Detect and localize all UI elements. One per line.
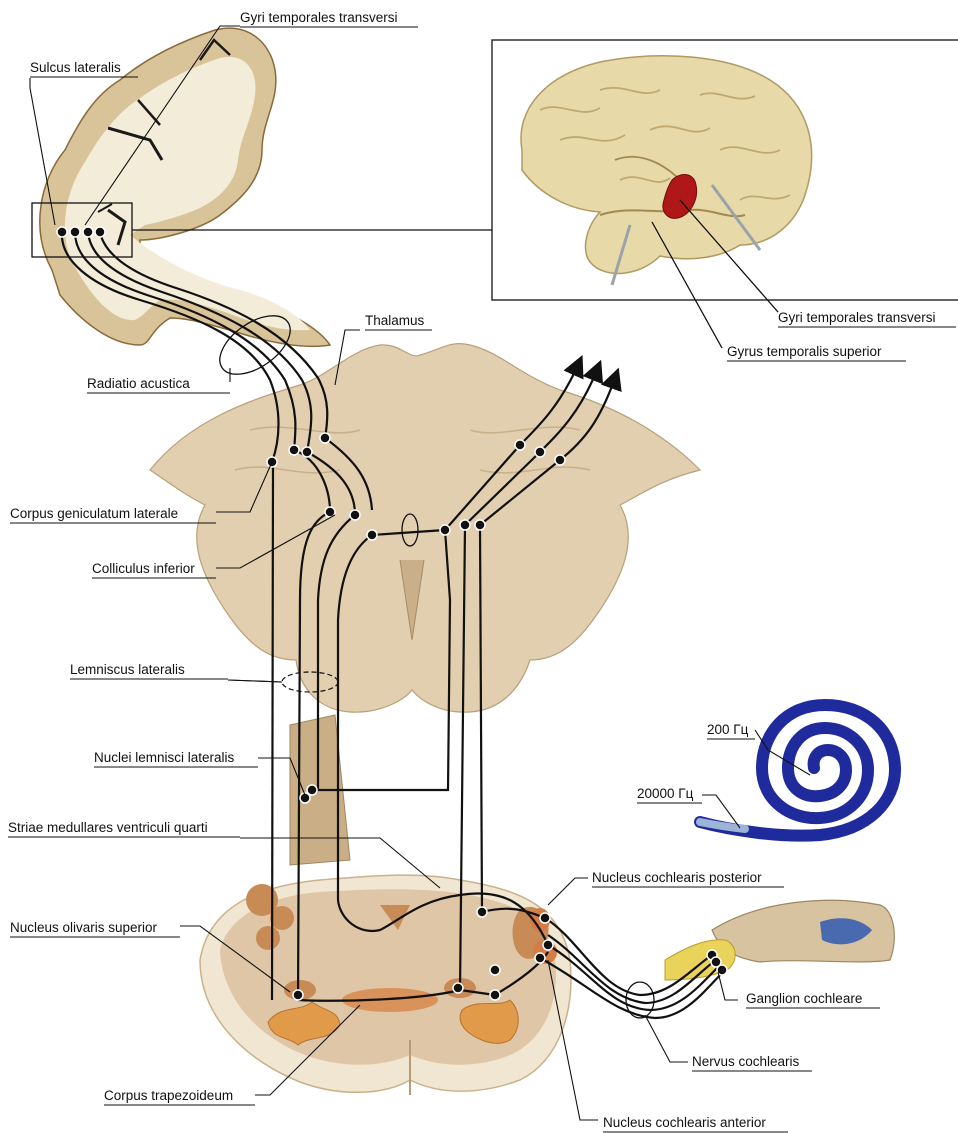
brainstem-thalamus: [150, 344, 700, 713]
label-nervus-cochlearis: Nervus cochlearis: [692, 1054, 800, 1069]
label-nucleus-cochlearis-posterior: Nucleus cochlearis posterior: [592, 870, 762, 885]
inset-lateral-brain: [492, 40, 958, 348]
pons-medulla: [200, 715, 571, 1095]
label-striae-medullares: Striae medullares ventriculi quarti: [8, 820, 208, 835]
inner-ear-section: [665, 900, 894, 980]
label-gyri-temporales-transversi-inset: Gyri temporales transversi: [778, 310, 936, 325]
label-colliculus-inferior: Colliculus inferior: [92, 561, 195, 576]
label-sulcus-lateralis: Sulcus lateralis: [30, 60, 121, 75]
label-radiatio-acustica: Radiatio acustica: [87, 376, 190, 391]
label-lemniscus-lateralis: Lemniscus lateralis: [70, 662, 185, 677]
label-gyri-temporales-transversi-top: Gyri temporales transversi: [240, 10, 398, 25]
label-freq-20000: 20000 Гц: [637, 786, 694, 801]
label-freq-200: 200 Гц: [707, 722, 749, 737]
label-thalamus: Thalamus: [365, 313, 425, 328]
label-gyrus-temporalis-superior: Gyrus temporalis superior: [727, 344, 882, 359]
label-nuclei-lemnisci-lateralis: Nuclei lemnisci lateralis: [94, 750, 235, 765]
label-nucleus-olivaris-superior: Nucleus olivaris superior: [10, 920, 158, 935]
label-corpus-trapezoideum: Corpus trapezoideum: [104, 1088, 233, 1103]
label-ganglion-cochleare: Ganglion cochleare: [746, 991, 862, 1006]
label-corpus-geniculatum-laterale: Corpus geniculatum laterale: [10, 506, 178, 521]
cortex-coronal-section: [32, 28, 492, 346]
label-nucleus-cochlearis-anterior: Nucleus cochlearis anterior: [603, 1115, 766, 1130]
